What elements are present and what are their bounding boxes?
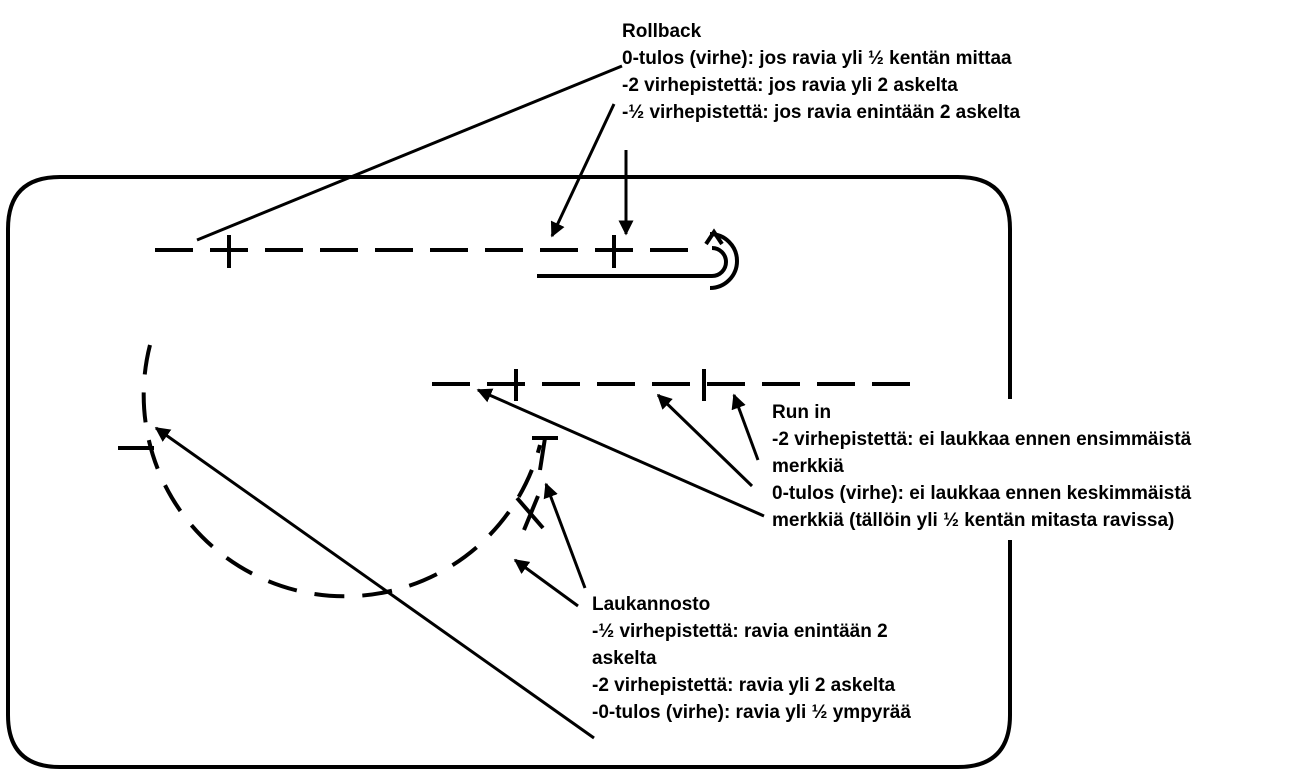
laukannosto-line: -2 virhepistettä: ravia yli 2 askelta: [592, 675, 896, 696]
runin-arrow-middle: [476, 388, 765, 518]
rollback-line: -2 virhepistettä: jos ravia yli 2 askelt…: [622, 75, 958, 96]
circle-marker-stem: [538, 437, 547, 471]
laukannosto-annotation: Laukannosto -½ virhepistettä: ravia enin…: [588, 589, 917, 732]
canter-arrow-a: [543, 482, 587, 589]
runin-arrow-first-a: [656, 393, 754, 488]
laukannosto-line: askelta: [592, 648, 657, 669]
rollback-arrow-2: [550, 103, 616, 238]
rollback-turn: [711, 246, 728, 278]
runin-arrow-first-b: [731, 393, 760, 461]
rollback-leader: [196, 64, 623, 242]
laukannosto-line: -½ virhepistettä: ravia enintään 2: [592, 621, 888, 642]
run-in-track: [432, 369, 910, 401]
run-in-line: merkkiä (tällöin yli ½ kentän mitasta ra…: [772, 510, 1175, 531]
rollback-turn-outer: [709, 232, 739, 290]
run-in-line: 0-tulos (virhe): ei laukkaa ennen keskim…: [772, 483, 1192, 504]
turn-arrowhead: [704, 228, 724, 246]
dashed-circle: [141, 344, 542, 599]
run-in-line: merkkiä: [772, 456, 844, 477]
run-in-line: -2 virhepistettä: ei laukkaa ennen ensim…: [772, 429, 1192, 450]
rollback-title: Rollback: [622, 21, 702, 42]
arena-outline: [6, 175, 1012, 769]
rollback-line: 0-tulos (virhe): jos ravia yli ½ kentän …: [622, 48, 1012, 69]
laukannosto-title: Laukannosto: [592, 594, 711, 615]
rollback-track: [155, 228, 739, 290]
circle-cross-b: [522, 495, 540, 531]
canter-arrow-b: [513, 558, 579, 608]
rollback-annotation: Rollback 0-tulos (virhe): jos ravia yli …: [622, 18, 1020, 126]
run-in-title: Run in: [772, 402, 832, 423]
rollback-line: -½ virhepistettä: jos ravia enintään 2 a…: [622, 102, 1021, 123]
canter-arrow-long: [154, 426, 595, 740]
laukannosto-line: -0-tulos (virhe): ravia yli ½ ympyrää: [592, 702, 911, 723]
leader-lines: [154, 64, 765, 740]
canter-circle: [118, 344, 558, 599]
run-in-annotation: Run in -2 virhepistettä: ei laukkaa enne…: [770, 399, 1196, 540]
